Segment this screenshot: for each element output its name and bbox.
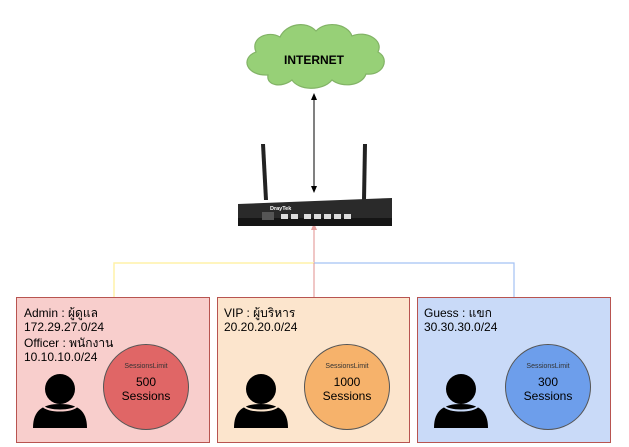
session-limit-value: 1000	[333, 375, 361, 389]
session-limit-circle-guess: SessionsLimit 300 Sessions	[505, 344, 591, 430]
session-limit-circle-vip: SessionsLimit 1000 Sessions	[304, 344, 390, 430]
group-admin-line-2: 172.29.27.0/24	[24, 320, 105, 334]
group-vip-line-1: VIP : ผู้บริหาร	[224, 306, 296, 320]
session-limit-unit: Sessions	[322, 389, 372, 403]
group-vip-line-2: 20.20.20.0/24	[224, 320, 298, 334]
internet-label: INTERNET	[284, 53, 344, 67]
group-admin-line-4: 10.10.10.0/24	[24, 350, 98, 364]
router-brand: DrayTek	[270, 206, 292, 212]
session-limit-unit: Sessions	[121, 389, 171, 403]
session-limit-circle-admin: SessionsLimit 500 Sessions	[103, 344, 189, 430]
user-icon-guess	[434, 374, 488, 428]
user-icon-admin	[33, 374, 87, 428]
session-limit-label: SessionsLimit	[124, 363, 168, 370]
internet-cloud	[246, 23, 385, 89]
session-limit-value: 500	[135, 375, 157, 389]
group-admin-line-3: Officer : พนักงาน	[24, 336, 114, 350]
session-limit-unit: Sessions	[523, 389, 573, 403]
group-guess-line-1: Guess : แขก	[424, 306, 492, 320]
session-limit-label: SessionsLimit	[526, 363, 570, 370]
router-icon	[238, 144, 392, 226]
user-icon-vip	[234, 374, 288, 428]
session-limit-label: SessionsLimit	[325, 363, 369, 370]
session-limit-value: 300	[537, 375, 559, 389]
group-admin-line-1: Admin : ผู้ดูแล	[24, 306, 98, 320]
group-guess-line-2: 30.30.30.0/24	[424, 320, 498, 334]
